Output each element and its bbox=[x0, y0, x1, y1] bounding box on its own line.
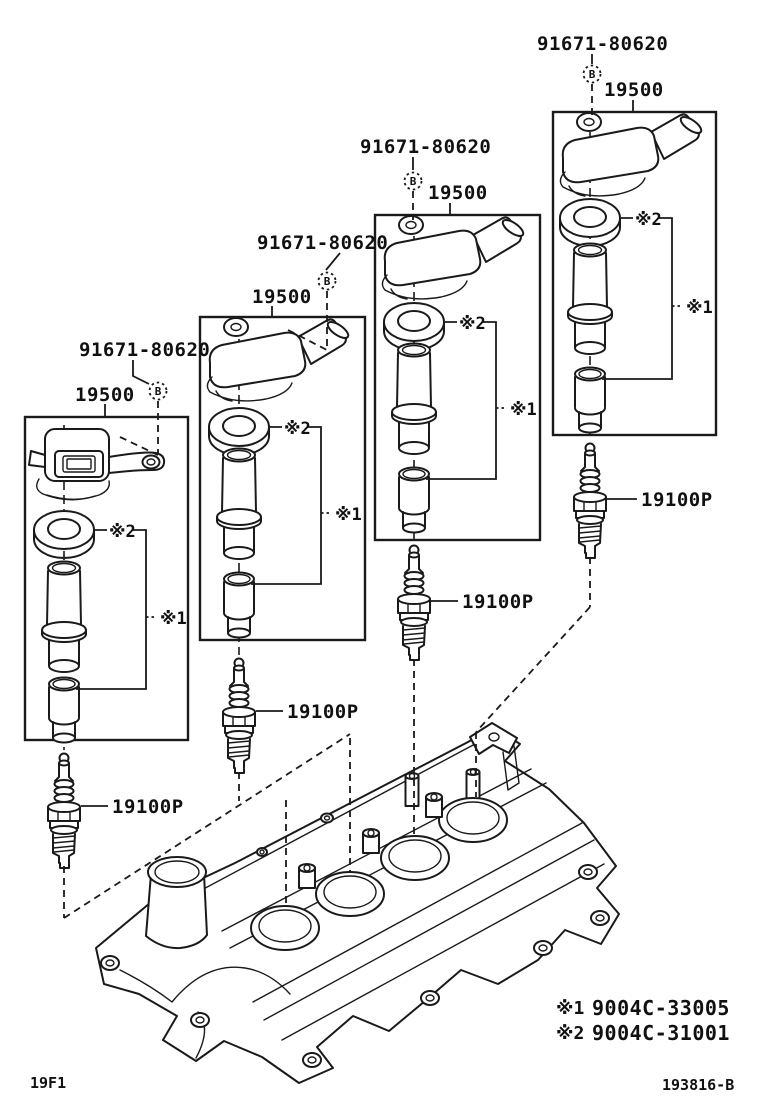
ref-bracket-3 bbox=[426, 321, 497, 480]
bolt-callout-1: 91671-80620 B bbox=[79, 339, 210, 456]
coil-box-2 bbox=[198, 315, 367, 642]
bolt-callout-2: 91671-80620 B bbox=[257, 232, 388, 351]
legend-ref2-part: 9004C-31001 bbox=[592, 1021, 730, 1045]
bolt-part-label: 91671-80620 bbox=[537, 33, 668, 55]
bolt-holes bbox=[100, 812, 610, 1068]
bolt-marker: B bbox=[589, 68, 596, 81]
ref2-label: ※2 bbox=[635, 210, 662, 230]
ref1-label: ※1 bbox=[335, 505, 362, 525]
ref1-label: ※1 bbox=[686, 298, 713, 318]
ref1-label: ※1 bbox=[510, 400, 537, 420]
bolt-marker: B bbox=[410, 175, 417, 188]
valve-cover-drawing bbox=[95, 722, 620, 1084]
spark-plug-2 bbox=[222, 657, 256, 774]
spark-plug-label: 19100P bbox=[641, 489, 713, 511]
bolt-callout-4: 91671-80620 B bbox=[537, 33, 668, 116]
bolt-marker: B bbox=[324, 275, 331, 288]
insulator-1 bbox=[48, 676, 80, 744]
coil-box-4 bbox=[551, 110, 718, 437]
plug-leader-lines bbox=[81, 498, 637, 807]
ref2-label: ※2 bbox=[109, 522, 136, 542]
spark-plug-4 bbox=[573, 442, 607, 559]
spark-plug-label: 19100P bbox=[287, 701, 359, 723]
ref-bracket-2 bbox=[251, 426, 322, 585]
spark-plug-label: 19100P bbox=[112, 796, 184, 818]
coil-assembly-label: 19500 bbox=[252, 286, 312, 308]
ignition-coil-2 bbox=[206, 317, 352, 402]
bolt-marker: B bbox=[155, 385, 162, 398]
bolt-part-label: 91671-80620 bbox=[257, 232, 388, 254]
boot-2 bbox=[216, 447, 262, 560]
spark-plug-3 bbox=[397, 544, 431, 661]
plug-well-1 bbox=[250, 905, 320, 951]
plug-well-4 bbox=[438, 797, 508, 843]
grommet-1 bbox=[33, 510, 95, 559]
spark-plug-1 bbox=[47, 752, 81, 869]
ref2-label: ※2 bbox=[459, 314, 486, 334]
insulator-3 bbox=[398, 466, 430, 534]
ignition-coil-4 bbox=[559, 112, 705, 197]
ignition-coil-3 bbox=[381, 215, 527, 300]
legend-ref2-mark: ※2 bbox=[556, 1023, 584, 1044]
legend-ref1-mark: ※1 bbox=[556, 998, 584, 1019]
bolt-part-label: 91671-80620 bbox=[360, 136, 491, 158]
legend: ※1 9004C-33005 ※2 9004C-31001 bbox=[556, 996, 730, 1045]
spark-plug-label: 19100P bbox=[462, 591, 534, 613]
coil-box-3 bbox=[373, 213, 542, 542]
ref-bracket-4 bbox=[602, 217, 673, 380]
legend-ref1-part: 9004C-33005 bbox=[592, 996, 730, 1020]
boot-1 bbox=[41, 560, 87, 673]
insulator-2 bbox=[223, 571, 255, 639]
assembly-leader-dashes bbox=[63, 557, 591, 919]
footer-page-code: 19F1 bbox=[30, 1074, 66, 1092]
plug-well-2 bbox=[315, 871, 385, 917]
coil-assembly-label: 19500 bbox=[604, 79, 664, 101]
ref-bracket-1 bbox=[76, 529, 147, 690]
insulator-4 bbox=[574, 366, 606, 434]
ref1-label: ※1 bbox=[160, 609, 187, 629]
bolt-part-label: 91671-80620 bbox=[79, 339, 210, 361]
boot-4 bbox=[567, 242, 613, 355]
ref2-label: ※2 bbox=[284, 419, 311, 439]
boot-3 bbox=[391, 342, 437, 455]
coil-assembly-label: 19500 bbox=[428, 182, 488, 204]
footer-figure-code: 193816-B bbox=[662, 1076, 734, 1094]
coil-box-1 bbox=[23, 415, 190, 742]
ignition-coil-1 bbox=[28, 428, 166, 501]
bolt-callout-3: 91671-80620 B bbox=[360, 136, 491, 220]
plug-well-3 bbox=[380, 835, 450, 881]
coil-assembly-label: 19500 bbox=[75, 384, 135, 406]
